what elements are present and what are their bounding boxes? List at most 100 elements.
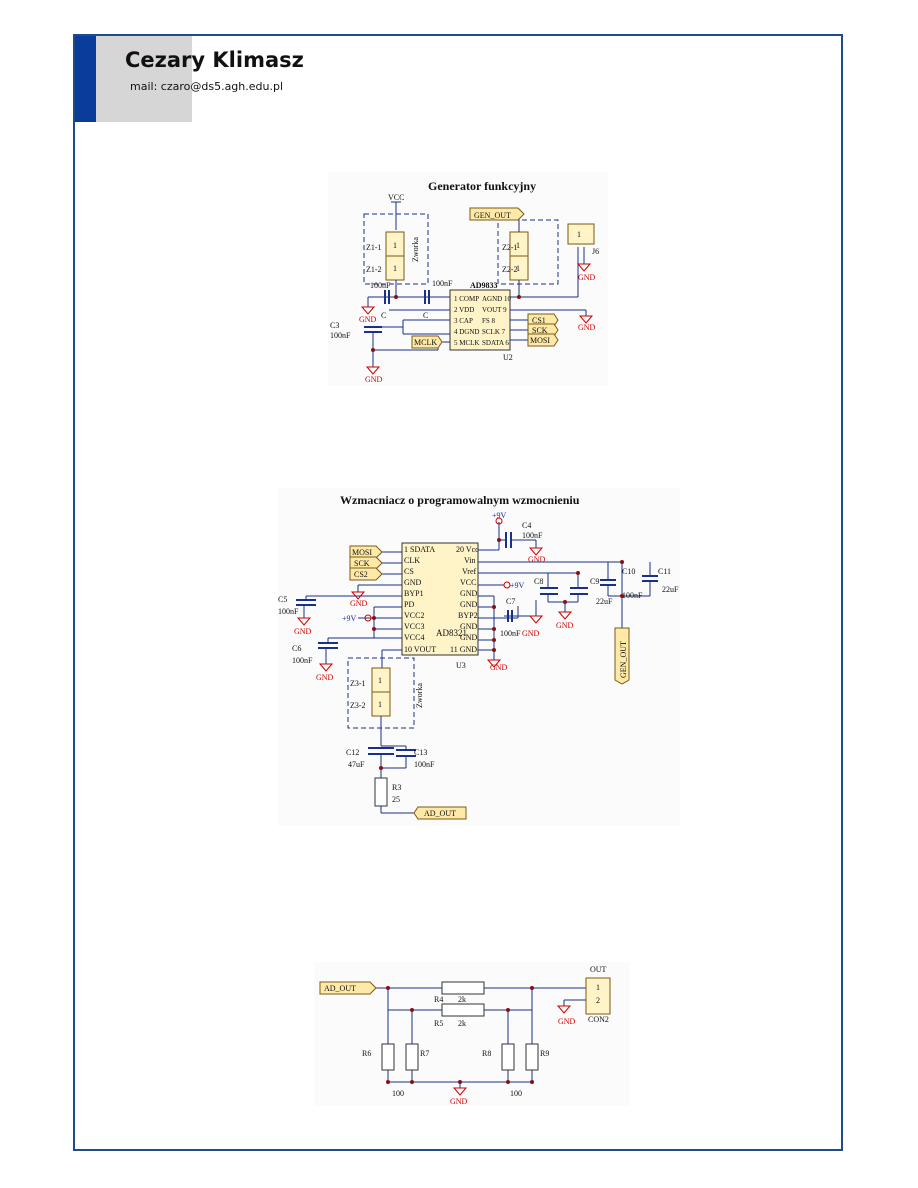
attenuator-schematic-svg: AD_OUT R4 2k R5 2k R6 R7 R8 R9 100 100 O… (319, 965, 611, 1106)
amp-pin-r7: BYP2 (458, 611, 478, 620)
gen-pin-right-6: SDATA 6 (482, 339, 509, 347)
email-address[interactable]: czaro@ds5.agh.edu.pl (160, 80, 284, 93)
gen-port-sck: SCK (532, 326, 548, 335)
amp-c5-ref: C5 (278, 595, 287, 604)
amp-gnd-c7: GND (522, 629, 540, 638)
att-r5-ref: R5 (434, 1019, 443, 1028)
attenuator-schematic: AD_OUT R4 2k R5 2k R6 R7 R8 R9 100 100 O… (314, 962, 630, 1106)
generator-schematic: Generator funkcyjny VCC Z1-1 Z1-2 Z2-1 Z… (328, 172, 608, 386)
amp-plus9v-left: +9V (342, 614, 357, 623)
gen-pin-left-2: 2 VDD (454, 306, 474, 314)
att-con-pin1: 1 (596, 983, 600, 992)
gen-z1-pin1: 1 (393, 241, 397, 250)
gen-pin-right-10: AGND 10 (482, 295, 511, 303)
amp-port-adout: AD_OUT (424, 809, 456, 818)
gen-zworka-label: Zworka (411, 237, 420, 262)
amp-pin-l8: VCC3 (404, 622, 424, 631)
gen-cap-b-value: 100nF (432, 279, 453, 288)
gen-z12-label: Z1-2 (366, 265, 382, 274)
amplifier-schematic-svg: Wzmacniacz o programowalnym wzmocnieniu … (278, 493, 679, 820)
gen-z11-label: Z1-1 (366, 243, 382, 252)
gen-gnd-1: GND (359, 315, 377, 324)
amp-pin-l7: VCC2 (404, 611, 424, 620)
amp-pin-l2: CLK (404, 556, 420, 565)
amp-port-genout: GEN_OUT (619, 641, 628, 678)
amp-c6-ref: C6 (292, 644, 301, 653)
gen-j6-label: J6 (592, 247, 599, 256)
att-gnd-bottom: GND (450, 1097, 468, 1106)
gen-cap-a-value: 100nF (370, 281, 391, 290)
gen-pin-left-1: 1 COMP (454, 295, 479, 303)
att-gnd-connector: GND (558, 1017, 576, 1026)
amp-c7-value: 100nF (500, 629, 521, 638)
amp-c9-value: 22uF (596, 597, 613, 606)
amp-pin-r2: Vin (464, 556, 476, 565)
amp-c6-value: 100nF (292, 656, 313, 665)
att-r4-value: 2k (458, 995, 466, 1004)
amp-pin-r8: GND (460, 622, 478, 631)
header-panel (96, 36, 192, 122)
amp-c13-value: 100nF (414, 760, 435, 769)
amp-gnd-chip: GND (490, 663, 508, 672)
amp-pin-r6: GND (460, 600, 478, 609)
gen-pin-left-4: 4 DGND (454, 328, 479, 336)
amp-chip-ref: U3 (456, 661, 466, 670)
amp-gnd-c8c9: GND (556, 621, 574, 630)
amp-c8-ref: C8 (534, 577, 543, 586)
email-label: mail: (130, 80, 158, 93)
amp-z31-label: Z3-1 (350, 679, 366, 688)
gen-title: Generator funkcyjny (428, 179, 536, 193)
amp-gnd-pin4: GND (350, 599, 368, 608)
header-accent-bar (75, 36, 96, 122)
amp-z3-pin1: 1 (378, 676, 382, 685)
amp-pin-l3: CS (404, 567, 414, 576)
amp-c11-ref: C11 (658, 567, 671, 576)
amp-r3-value: 25 (392, 795, 400, 804)
gen-pin-right-9: VOUT 9 (482, 306, 507, 314)
amp-port-cs2: CS2 (354, 570, 368, 579)
amp-c4-ref: C4 (522, 521, 531, 530)
gen-port-mclk: MCLK (414, 338, 437, 347)
att-port-adout: AD_OUT (324, 984, 356, 993)
gen-chip-ref: U2 (503, 353, 513, 362)
att-r9-ref: R9 (540, 1049, 549, 1058)
page-frame (73, 34, 843, 1151)
gen-z2-pin1: 1 (516, 241, 520, 250)
generator-schematic-svg: Generator funkcyjny VCC Z1-1 Z1-2 Z2-1 Z… (330, 179, 599, 384)
amp-pin-l5: BYP1 (404, 589, 424, 598)
amp-zworka-label: Zworka (415, 683, 424, 708)
amp-c12-value: 47uF (348, 760, 365, 769)
gen-z22-label: Z2-2 (502, 265, 518, 274)
amp-c5-value: 100nF (278, 607, 299, 616)
amp-z32-label: Z3-2 (350, 701, 366, 710)
amp-c12-ref: C12 (346, 748, 359, 757)
amp-chip-name: AD8321 (436, 628, 467, 638)
amp-title: Wzmacniacz o programowalnym wzmocnieniu (340, 493, 580, 507)
amp-pin-r1: 20 Vcc (456, 545, 479, 554)
amp-c10-ref: C10 (622, 567, 635, 576)
amp-gnd-c5: GND (294, 627, 312, 636)
gen-port-mosi: MOSI (530, 336, 550, 345)
gen-j6-pin: 1 (577, 230, 581, 239)
author-name: Cezary Klimasz (125, 48, 304, 72)
gen-c3-value: 100nF (330, 331, 351, 340)
amp-pin-r5: GND (460, 589, 478, 598)
amp-port-mosi: MOSI (352, 548, 372, 557)
gen-pin-right-8: FS 8 (482, 317, 496, 325)
amp-c10-value: 100nF (622, 591, 643, 600)
att-r7-ref: R7 (420, 1049, 429, 1058)
amp-pin-r3: Vref (462, 567, 477, 576)
gen-vcc-label: VCC (388, 193, 404, 202)
gen-gnd-4: GND (578, 323, 596, 332)
amp-r3-ref: R3 (392, 783, 401, 792)
gen-z1-pin2: 1 (393, 264, 397, 273)
att-out-label: OUT (590, 965, 607, 974)
amp-pin-r4: VCC (460, 578, 476, 587)
gen-z2-pin2: 1 (516, 264, 520, 273)
amp-pin-r9: GND (460, 633, 478, 642)
amp-c11-value: 22uF (662, 585, 679, 594)
amp-c7-ref: C7 (506, 597, 515, 606)
amp-pin-l9: VCC4 (404, 633, 424, 642)
amp-z3-pin2: 1 (378, 700, 382, 709)
att-value-100-left: 100 (392, 1089, 404, 1098)
